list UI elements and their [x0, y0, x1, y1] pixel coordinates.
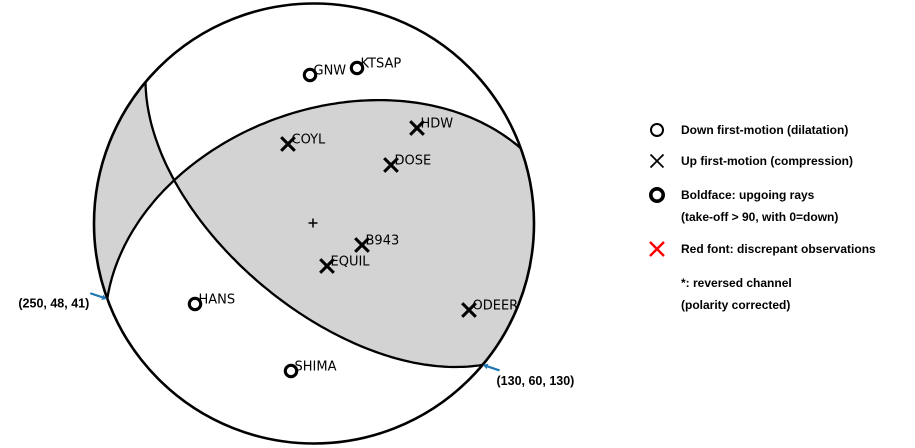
legend-text: Boldface: upgoing rays (take-off > 90, wi…	[681, 184, 838, 228]
legend-line: (polarity corrected)	[681, 298, 791, 312]
legend-item-boldface-upgoing: Boldface: upgoing rays (take-off > 90, wi…	[646, 184, 838, 228]
station-label: B943	[366, 234, 400, 249]
legend-item-red-discrepant: Red font: discrepant observations	[646, 238, 876, 260]
strike-arrow-head-icon	[101, 294, 108, 300]
legend-line: Boldface: upgoing rays	[681, 188, 815, 202]
station-ktsap: KTSAP	[349, 57, 402, 76]
station-label: HANS	[199, 293, 236, 308]
station-shima: SHIMA	[283, 360, 337, 379]
station-label: GNW	[314, 64, 347, 79]
station-label: ODEER	[473, 299, 519, 314]
legend-item-down-first-motion: Down first-motion (dilatation)	[646, 119, 848, 141]
down-first-motion-marker-icon	[349, 60, 365, 76]
legend-text: Red font: discrepant observations	[681, 238, 876, 260]
circle-bold-icon	[646, 184, 668, 206]
up-first-motion-marker-icon	[319, 258, 335, 274]
circle-thin-icon	[646, 119, 668, 141]
station-label: HDW	[421, 117, 454, 132]
legend-line: Up first-motion (compression)	[681, 154, 854, 168]
down-first-motion-marker-icon	[283, 363, 299, 379]
strike-arrow-icon	[487, 365, 500, 372]
down-first-motion-marker-icon	[302, 67, 318, 83]
nodal-plane-1-curve	[106, 98, 522, 299]
legend-line: *: reversed channel	[681, 276, 792, 290]
station-label: EQUIL	[331, 255, 371, 270]
center-cross-icon	[308, 218, 318, 228]
x-thin-icon	[646, 150, 668, 172]
legend-text: *: reversed channel (polarity corrected)	[681, 272, 792, 316]
nodal-plane-label: (250, 48, 41)	[18, 297, 89, 311]
station-hdw: HDW	[409, 117, 454, 136]
station-label: COYL	[292, 133, 327, 148]
compression-region-east	[174, 100, 534, 367]
x-red-icon	[646, 238, 668, 260]
station-hans: HANS	[187, 293, 236, 312]
station-gnw: GNW	[302, 64, 347, 83]
legend-text: Down first-motion (dilatation)	[681, 119, 848, 141]
strike-arrow-icon	[89, 292, 103, 299]
up-first-motion-marker-icon	[383, 157, 399, 173]
station-odeer: ODEER	[461, 299, 519, 318]
station-label: SHIMA	[295, 360, 337, 375]
up-first-motion-marker-icon	[409, 120, 425, 136]
up-first-motion-marker-icon	[280, 136, 296, 152]
station-b943: B943	[354, 234, 400, 253]
nodal-plane-label: (130, 60, 130)	[497, 374, 575, 388]
legend-text: Up first-motion (compression)	[681, 150, 853, 172]
legend-item-reversed-channel: *: reversed channel (polarity corrected)	[646, 272, 792, 316]
legend-item-up-first-motion: Up first-motion (compression)	[646, 150, 853, 172]
station-label: KTSAP	[361, 57, 402, 72]
legend-line: Red font: discrepant observations	[681, 242, 876, 256]
station-dose: DOSE	[383, 154, 432, 173]
up-first-motion-marker-icon	[354, 237, 370, 253]
down-first-motion-marker-icon	[187, 296, 203, 312]
beachball-outline	[92, 2, 536, 445]
up-first-motion-marker-icon	[461, 302, 477, 318]
station-label: DOSE	[395, 154, 432, 169]
legend-line: Down first-motion (dilatation)	[681, 123, 849, 137]
strike-arrow-head-icon	[482, 363, 489, 370]
station-coyl: COYL	[280, 133, 327, 152]
station-equil: EQUIL	[319, 255, 371, 274]
nodal-plane-2-curve	[144, 82, 483, 369]
legend-line: (take-off > 90, with 0=down)	[681, 210, 839, 224]
